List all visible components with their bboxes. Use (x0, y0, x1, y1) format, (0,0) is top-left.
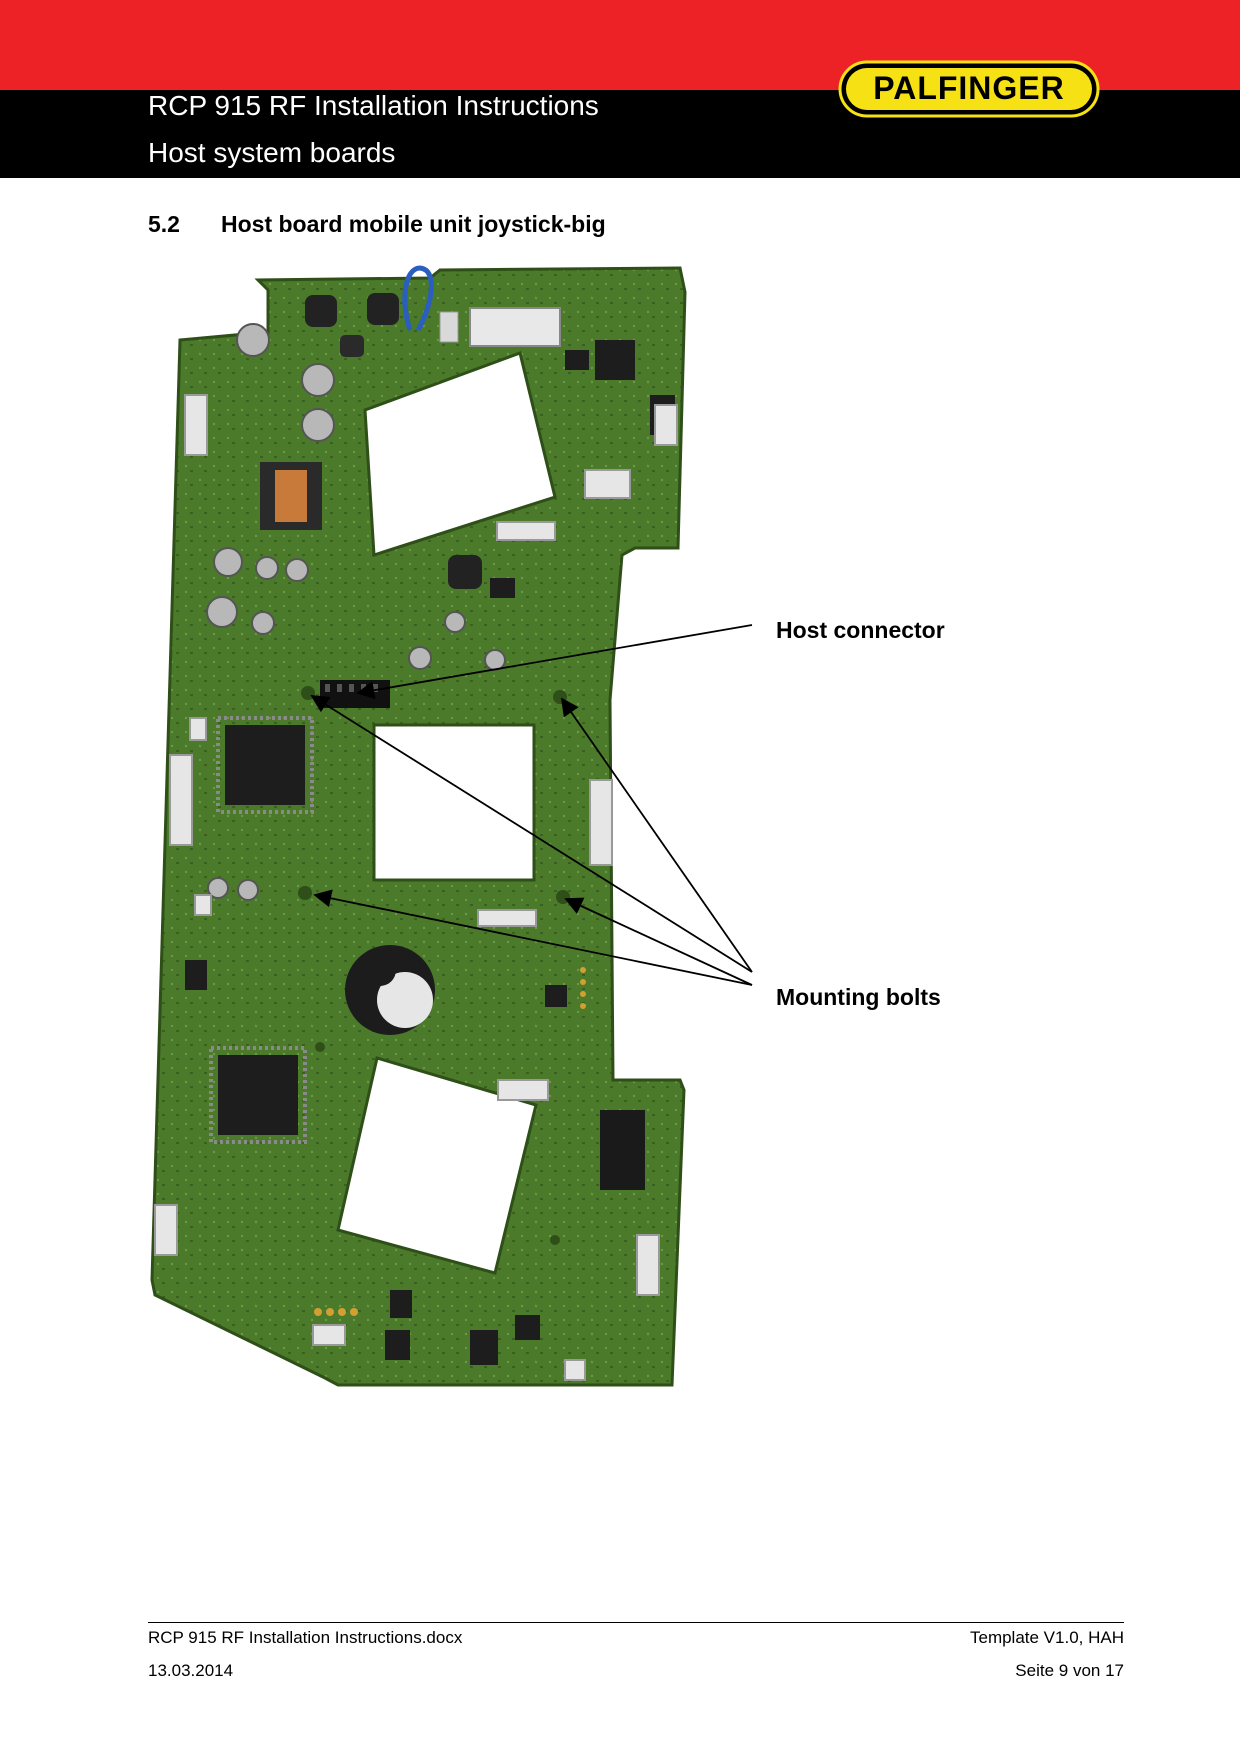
cutout-bottom (336, 1056, 538, 1275)
footer-filename: RCP 915 RF Installation Instructions.doc… (148, 1628, 463, 1647)
logo-text: PALFINGER (873, 70, 1065, 106)
host-connector-pins (320, 680, 390, 708)
callout-mounting-bolts: Mounting bolts (776, 984, 941, 1010)
footer-page-number: Seite 9 von 17 (1015, 1661, 1124, 1680)
footer-date: 13.03.2014 (148, 1661, 234, 1680)
inductor-1 (305, 295, 337, 327)
cutout-middle (372, 723, 536, 882)
cutout-top (363, 351, 557, 558)
section-title: Host board mobile unit joystick-big (221, 211, 606, 237)
inductor-3 (448, 555, 482, 589)
microcontroller-1 (225, 725, 305, 805)
section-number: 5.2 (148, 211, 180, 237)
chapter-title: Host system boards (148, 137, 396, 168)
palfinger-logo: PALFINGER (838, 60, 1100, 118)
top-white-connector (469, 307, 561, 347)
callout-host-connector: Host connector (776, 617, 945, 643)
microcontroller-2 (218, 1055, 298, 1135)
footer-template: Template V1.0, HAH (969, 1628, 1124, 1647)
document-title: RCP 915 RF Installation Instructions (148, 90, 599, 121)
inductor-2 (367, 293, 399, 325)
footer-divider (148, 1622, 1124, 1623)
blue-wire (402, 265, 434, 332)
